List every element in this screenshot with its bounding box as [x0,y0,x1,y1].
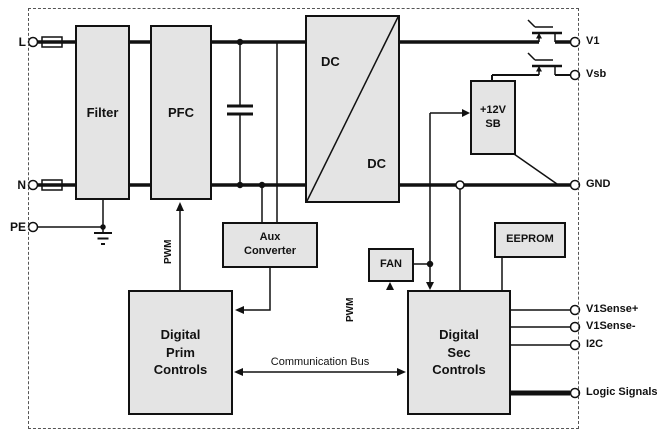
communication-bus-label: Communication Bus [270,356,370,368]
junction-node [455,180,465,190]
block-label-line: Controls [153,362,208,378]
block-label-line: Converter [244,245,296,257]
pwm-pfc-wire [176,202,184,290]
block-dcdc: DC DC [305,15,400,203]
terminal-circles [27,36,581,399]
terminal-label-pe: PE [9,220,26,234]
block-12v-sb-label: +12V SB [480,104,506,132]
terminal-label-gnd: GND [586,178,611,190]
terminal-label-logic-signals: Logic Signals [586,386,657,398]
sb-gnd-diagonal-wire [513,153,558,185]
terminal-vsb [569,69,581,81]
fuse-icon-n [41,179,63,191]
terminal-i2c [569,339,581,351]
fan-pwm-wire [386,282,394,290]
terminal-label-n: N [17,178,26,192]
block-label-line: Aux [259,231,281,244]
terminal-v1 [569,36,581,48]
block-label-line: SB [485,117,501,130]
block-eeprom: EEPROM [494,222,566,258]
block-aux-converter-label: Aux Converter [244,231,296,259]
dcdc-diagonal [307,17,398,201]
aux-output-wire [235,268,271,314]
comm-bus-wire [234,368,406,376]
terminal-label-v1: V1 [586,35,600,47]
terminal-v1sense-minus [569,321,581,333]
gnd-sec-wire [455,180,465,290]
block-label-line: +12V [480,103,506,116]
aux-input-wires [258,42,278,222]
block-label-line: Sec [447,344,471,360]
fuse-icon-l [41,36,63,48]
mosfet-icon-vsb [527,52,562,75]
block-label-line: Digital [439,327,479,343]
earth-ground-icon [94,232,112,245]
vsb-wire [491,74,570,80]
psu-enclosure-frame [28,8,579,429]
block-label-line: Prim [166,344,195,360]
block-digital-sec-label: Digital Sec Controls [432,326,485,379]
block-dcdc-top-label: DC [321,54,340,69]
block-fan: FAN [368,248,414,282]
block-filter: Filter [75,25,130,200]
terminal-label-l: L [18,35,26,49]
pwm-primary-label: PWM [163,239,174,264]
terminal-label-v1sense-minus: V1Sense- [586,320,636,332]
terminal-label-i2c: I2C [586,338,604,350]
block-label-line: Controls [432,362,486,378]
terminal-v1sense-plus [569,304,581,316]
block-12v-sb: +12V SB [470,80,516,155]
pe-wire [37,200,106,233]
block-aux-converter: Aux Converter [222,222,318,268]
terminal-label-v1sense-plus: V1Sense+ [586,303,639,315]
sb-distribution-wire [414,109,470,290]
block-digital-prim-controls: Digital Prim Controls [128,290,233,415]
block-dcdc-bottom-label: DC [367,156,386,172]
capacitor-icon [227,38,253,189]
block-digital-prim-label: Digital Prim Controls [154,326,207,379]
terminal-gnd [569,179,581,191]
block-eeprom-label: EEPROM [506,233,554,246]
block-digital-sec-controls: Digital Sec Controls [407,290,511,415]
pwm-fan-label: PWM [345,297,356,322]
block-pfc-label: PFC [168,104,194,120]
block-fan-label: FAN [380,258,402,271]
block-filter-label: Filter [86,104,119,120]
block-label-line: Digital [160,327,201,343]
terminal-logic-signals [569,387,581,399]
block-pfc: PFC [150,25,212,200]
terminal-label-vsb: Vsb [586,68,607,80]
sense-i2c-wires [511,309,570,346]
mosfet-icon-v1 [527,19,562,42]
